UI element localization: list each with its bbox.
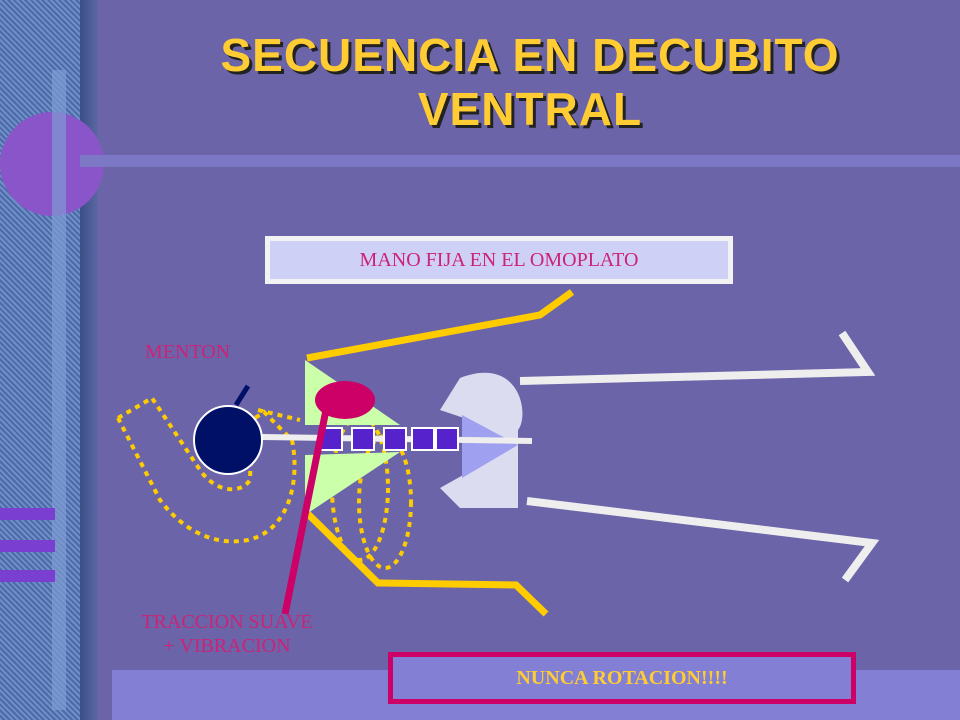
chin-mark (233, 384, 251, 407)
title-line-2: VENTRAL (417, 83, 643, 135)
decor-vertical-bar (52, 70, 66, 710)
traction-label: TRACCION SUAVE + VIBRACION (112, 610, 342, 658)
lower-leg-line (526, 497, 880, 583)
decor-stripe-1 (0, 508, 55, 520)
vertebra-2 (351, 427, 375, 451)
traction-label-line-1: TRACCION SUAVE (141, 611, 313, 633)
shoulder-hand-ellipse (315, 381, 375, 419)
chin-label: MENTON (145, 341, 231, 363)
vertebra-5 (435, 427, 459, 451)
upper-body-line (306, 289, 575, 362)
warning-box: NUNCA ROTACION!!!! (388, 652, 856, 704)
dotted-arm-outline (115, 395, 297, 544)
lower-body-line (305, 511, 549, 617)
title-line-1: SECUENCIA EN DECUBITO (220, 29, 840, 81)
head-circle (193, 405, 263, 475)
slide-title: SECUENCIA EN DECUBITO VENTRAL (100, 28, 960, 136)
pelvis-shape (440, 372, 523, 508)
dotted-neck-outline (257, 408, 301, 422)
hand-label: MANO FIJA EN EL OMOPLATO (359, 248, 639, 271)
decor-stripe-2 (0, 540, 55, 552)
lower-shoulder-triangle (305, 452, 400, 515)
vertebra-3 (383, 427, 407, 451)
vertebra-4 (411, 427, 435, 451)
upper-leg-line (519, 330, 876, 385)
decor-stripe-3 (0, 570, 55, 582)
traction-line (281, 404, 331, 615)
traction-label-line-2: + VIBRACION (163, 635, 291, 657)
dotted-loop-2 (357, 434, 413, 570)
warning-label: NUNCA ROTACION!!!! (516, 667, 728, 689)
hand-label-box: MANO FIJA EN EL OMOPLATO (265, 236, 733, 284)
title-divider (80, 155, 960, 167)
pelvis-triangle (462, 415, 518, 478)
